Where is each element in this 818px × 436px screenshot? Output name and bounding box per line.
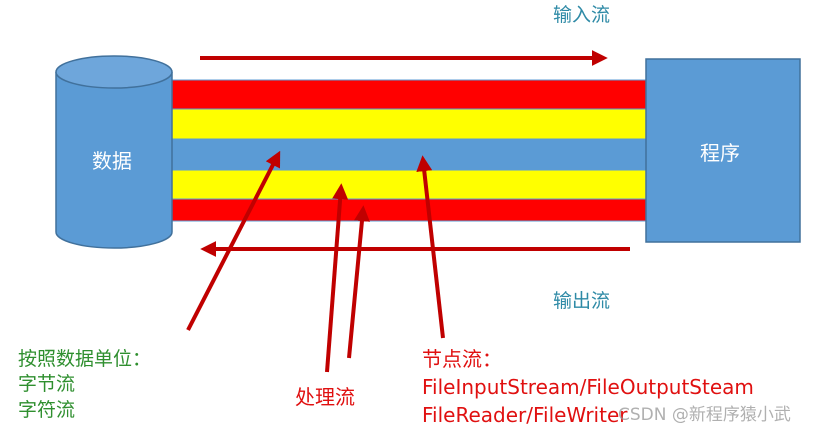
pipe-band-red-top — [171, 79, 647, 110]
output-stream-label: 输出流 — [553, 290, 611, 312]
node-pointer-arrow — [416, 155, 445, 339]
node-stream-line2: FileReader/FileWriter — [422, 403, 628, 427]
node-stream-line1: FileInputStream/FileOutputSteam — [422, 375, 754, 399]
node-stream-title: 节点流： — [422, 347, 502, 371]
pipe-band-red-bottom — [171, 198, 647, 222]
pipe-band-yellow-top — [171, 108, 647, 140]
char-stream-label: 字符流 — [18, 399, 76, 421]
pipe — [171, 79, 647, 222]
processing-stream-label: 处理流 — [295, 385, 355, 409]
pipe-band-yellow-bottom — [171, 169, 647, 200]
program-box — [645, 58, 801, 243]
data-label: 数据 — [92, 149, 132, 173]
database-cylinder — [55, 55, 173, 249]
unit-classification-title: 按照数据单位： — [18, 348, 152, 370]
unit-pointer-arrow — [186, 150, 281, 331]
watermark: CSDN @新程序猿小武 — [618, 405, 791, 425]
input-stream-label: 输入流 — [553, 4, 611, 26]
program-label: 程序 — [700, 141, 740, 165]
processing-pointer-arrow-1 — [325, 183, 349, 373]
pipe-band-blue-center — [171, 138, 647, 171]
processing-pointer-arrow-2 — [347, 205, 370, 359]
byte-stream-label: 字节流 — [18, 373, 76, 395]
